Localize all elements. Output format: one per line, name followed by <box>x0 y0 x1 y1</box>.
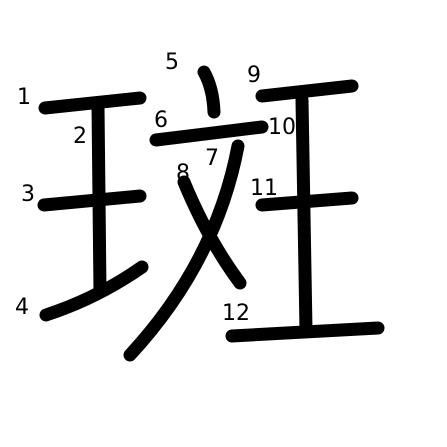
stroke-6 <box>149 120 269 147</box>
stroke-11 <box>255 191 359 212</box>
stroke-number-5: 5 <box>165 50 179 75</box>
stroke-number-6: 6 <box>154 108 168 133</box>
stroke-10 <box>295 93 313 337</box>
stroke-8 <box>177 175 247 290</box>
stroke-number-10: 10 <box>268 115 296 140</box>
stroke-number-9: 9 <box>247 63 261 88</box>
stroke-4 <box>39 260 149 322</box>
stroke-number-8: 8 <box>176 161 190 186</box>
stroke-number-11: 11 <box>250 176 278 201</box>
stroke-3 <box>37 189 147 212</box>
stroke-9 <box>255 79 359 103</box>
stroke-number-4: 4 <box>15 295 29 320</box>
stroke-number-2: 2 <box>73 124 87 149</box>
stroke-number-7: 7 <box>205 146 219 171</box>
stroke-7 <box>123 139 245 362</box>
stroke-12 <box>225 321 385 343</box>
stroke-number-12: 12 <box>222 301 250 326</box>
stroke-number-1: 1 <box>17 85 31 110</box>
stroke-number-3: 3 <box>21 182 35 207</box>
stroke-5 <box>197 65 221 119</box>
